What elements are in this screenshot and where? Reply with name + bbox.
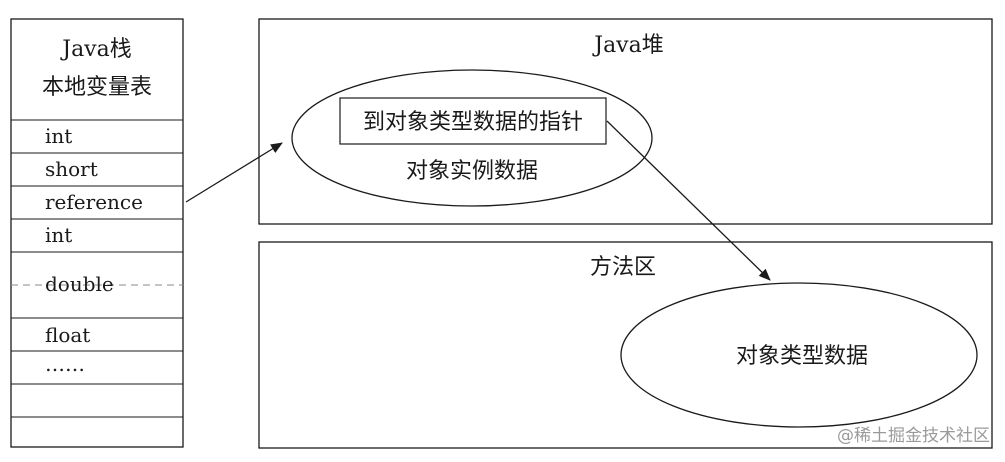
stack-slot-ellipsis: …… [45, 352, 85, 376]
method-area-region: 方法区 对象类型数据 [258, 241, 993, 449]
stack-slot-short: short [45, 157, 98, 181]
stack-slot-int: int [45, 124, 72, 148]
object-instance-data-label: 对象实例数据 [406, 159, 538, 184]
java-heap-border [258, 18, 993, 225]
stack-slot-int-2: int [45, 223, 72, 247]
stack-slot-reference: reference [45, 190, 143, 214]
watermark-label: @稀土掘金技术社区 [837, 426, 990, 446]
stack-title-java-stack: Java栈 [60, 37, 131, 62]
stack-slot-double: double [45, 272, 114, 296]
pointer-to-type-data-arrow [606, 120, 771, 281]
java-heap-region: Java堆 到对象类型数据的指针 对象实例数据 [258, 18, 993, 225]
java-heap-title: Java堆 [592, 33, 663, 58]
stack-table-border [10, 18, 184, 448]
object-type-data-ellipse [620, 282, 978, 428]
type-pointer-box [339, 97, 607, 145]
method-area-border [258, 241, 993, 449]
type-pointer-label: 到对象类型数据的指针 [363, 110, 583, 135]
object-instance-ellipse [291, 69, 653, 207]
reference-to-instance-arrow [185, 142, 283, 203]
stack-slot-float: float [45, 323, 90, 347]
java-stack-table: Java栈 本地变量表 int short reference int doub… [10, 18, 184, 448]
stack-title-local-variable-table: 本地变量表 [42, 75, 152, 100]
object-type-data-label: 对象类型数据 [736, 344, 868, 369]
method-area-title: 方法区 [590, 255, 656, 280]
